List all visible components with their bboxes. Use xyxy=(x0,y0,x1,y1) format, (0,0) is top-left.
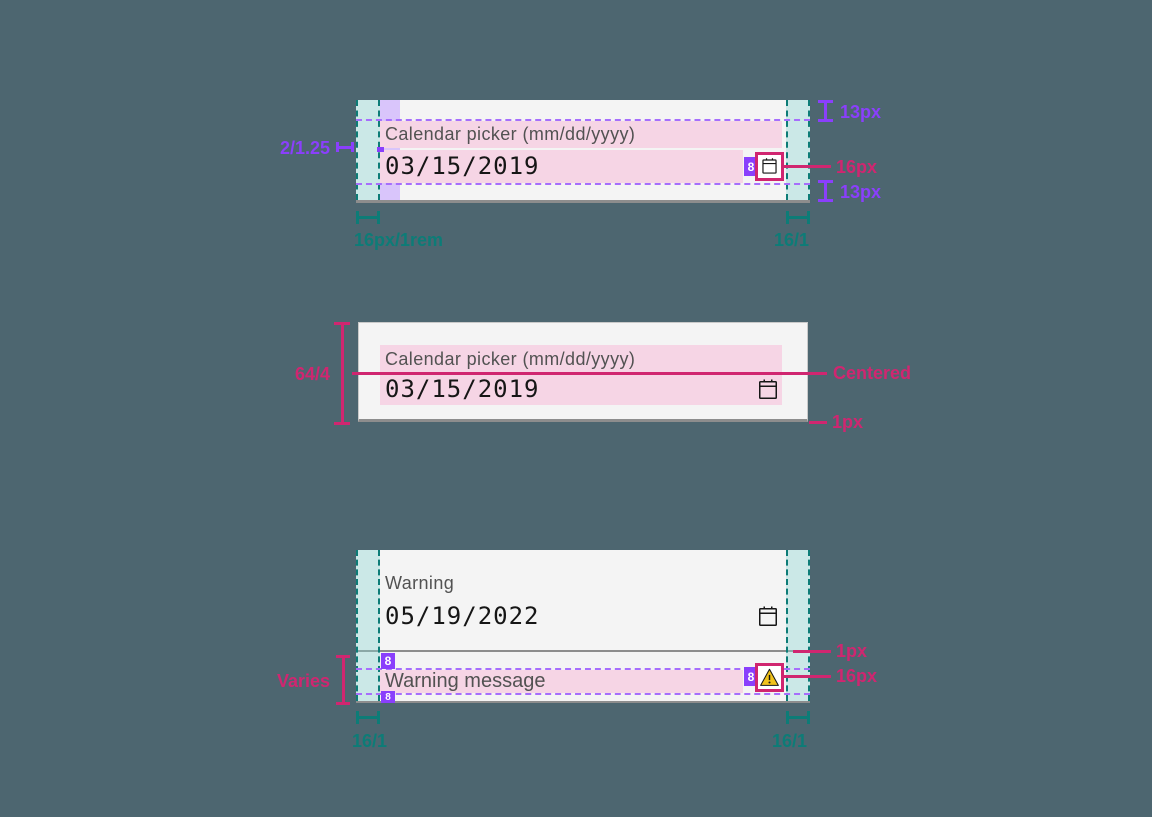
varies-measure-glyph xyxy=(336,655,350,705)
date-picker-field-warning: Warning 05/19/2022 8 Warning message 8 8 xyxy=(356,550,810,703)
padding-left-annotation: 16/1 xyxy=(352,731,388,751)
border-leader-line xyxy=(809,421,827,424)
calendar-icon[interactable] xyxy=(760,157,779,176)
padding-bottom-measure-glyph xyxy=(818,180,833,202)
label-gap-annotation: 2/1.25 xyxy=(279,138,330,158)
warning-icon-size-leader xyxy=(784,675,831,678)
warning-alt-filled-icon xyxy=(760,668,779,686)
date-input-value[interactable]: 03/15/2019 xyxy=(385,375,540,403)
helper-text-highlight: Warning message xyxy=(380,670,743,693)
padding-left-measure-glyph xyxy=(356,211,380,224)
input-bottom-border xyxy=(356,650,810,652)
icon-measure-box xyxy=(755,152,784,181)
padding-right-annotation: 16/1 xyxy=(774,230,810,250)
spacing-token-8: 8 xyxy=(744,157,758,176)
padding-right-annotation: 16/1 xyxy=(772,731,808,751)
padding-right-measure-glyph xyxy=(786,711,810,724)
padding-left-annotation: 16px/1rem xyxy=(354,230,444,250)
warning-icon-size-annotation: 16px xyxy=(836,666,878,686)
value-highlight: 03/15/2019 xyxy=(380,150,743,183)
calendar-icon[interactable] xyxy=(756,378,780,402)
text-area-top-guide xyxy=(356,119,810,121)
helper-text: Warning message xyxy=(385,670,546,692)
calendar-icon[interactable] xyxy=(756,605,780,629)
icon-size-leader-line xyxy=(784,165,831,168)
right-padding-highlight xyxy=(786,100,810,200)
date-input-value[interactable]: 05/19/2022 xyxy=(385,602,540,630)
date-input-value[interactable]: 03/15/2019 xyxy=(385,152,540,180)
icon-size-annotation: 16px xyxy=(836,157,878,177)
warning-icon-measure-box xyxy=(755,663,784,692)
label-gap-marker xyxy=(377,147,384,152)
spacing-token-8-icon: 8 xyxy=(744,667,758,686)
border-annotation: 1px xyxy=(836,641,868,661)
border-leader-line xyxy=(793,650,831,653)
height-annotation: 64/4 xyxy=(294,364,330,384)
text-area-bottom-guide xyxy=(356,183,810,185)
varies-annotation: Varies xyxy=(276,671,330,691)
field-label: Calendar picker (mm/dd/yyyy) xyxy=(385,349,636,369)
gap-measure-glyph xyxy=(336,142,354,152)
text-block-highlight: Calendar picker (mm/dd/yyyy) 03/15/2019 xyxy=(380,345,782,405)
centered-line xyxy=(352,372,827,375)
padding-bottom-annotation: 13px xyxy=(840,182,882,202)
left-padding-highlight xyxy=(356,550,380,701)
spacing-token-8-top: 8 xyxy=(381,653,395,669)
centered-annotation: Centered xyxy=(833,363,912,383)
height-measure-glyph xyxy=(334,322,350,425)
field-label: Calendar picker (mm/dd/yyyy) xyxy=(385,124,636,144)
padding-left-measure-glyph xyxy=(356,711,380,724)
date-picker-field-top: Calendar picker (mm/dd/yyyy) 03/15/2019 … xyxy=(356,100,810,203)
padding-top-measure-glyph xyxy=(818,100,833,122)
helper-bottom-guide xyxy=(356,693,810,695)
padding-top-annotation: 13px xyxy=(840,102,882,122)
helper-top-guide xyxy=(356,668,810,670)
field-label: Warning xyxy=(385,573,455,593)
label-highlight: Calendar picker (mm/dd/yyyy) xyxy=(380,121,782,148)
right-padding-highlight xyxy=(786,550,810,701)
spacing-token-8-bottom: 8 xyxy=(381,691,395,703)
padding-right-measure-glyph xyxy=(786,211,810,224)
border-annotation: 1px xyxy=(832,412,864,432)
